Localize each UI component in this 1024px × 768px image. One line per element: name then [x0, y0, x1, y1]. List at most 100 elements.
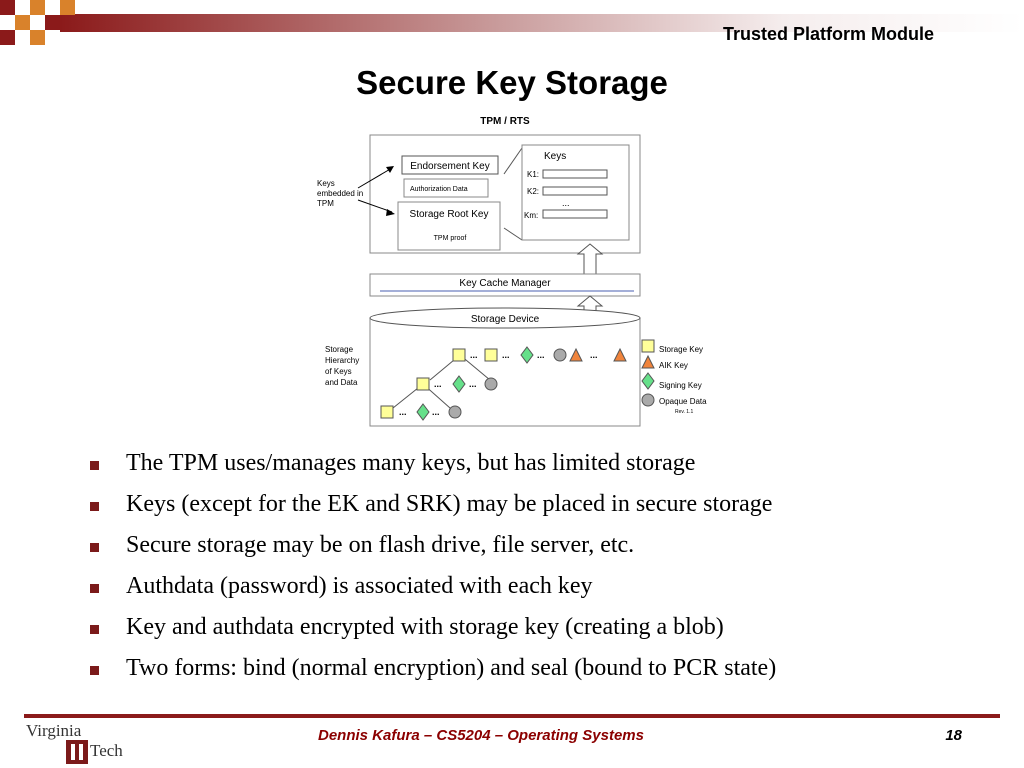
legend-signing-key: Signing Key	[659, 381, 702, 390]
square-bullet-icon	[90, 502, 99, 511]
k2-slot	[542, 186, 608, 196]
keys-header: Keys	[544, 151, 566, 162]
square-bullet-icon	[90, 461, 99, 470]
square-bullet-icon	[90, 584, 99, 593]
header-bar	[0, 0, 1024, 45]
keys-bracket	[503, 227, 523, 241]
bullet-list: The TPM uses/manages many keys, but has …	[88, 450, 776, 696]
bullet-text: Keys (except for the EK and SRK) may be …	[126, 491, 773, 517]
bullet-text: Authdata (password) is associated with e…	[126, 573, 593, 599]
bullet-text: Secure storage may be on flash drive, fi…	[126, 532, 635, 558]
keys-bracket	[503, 147, 523, 175]
bullet-item: Key and authdata encrypted with storage …	[88, 614, 776, 655]
page-number: 18	[945, 727, 962, 744]
bullet-text: Key and authdata encrypted with storage …	[126, 614, 724, 640]
legend-storage-key: Storage Key	[659, 345, 703, 354]
footer-rule	[24, 714, 1000, 718]
virginia-tech-logo: Virginia Tech	[26, 721, 123, 764]
tree-ellipsis: ...	[470, 350, 478, 360]
storage-hierarchy-line: of Keys	[325, 367, 352, 376]
header-square	[45, 15, 60, 30]
authorization-data: Authorization Data	[410, 186, 468, 193]
header-title: Trusted Platform Module	[722, 24, 934, 44]
storage-key-node	[380, 405, 394, 419]
km-label: Km:	[524, 211, 538, 220]
legend-storage-key-icon	[641, 339, 655, 353]
tree-ellipsis: ...	[469, 379, 477, 389]
header-square	[0, 0, 15, 15]
header-gradient	[60, 14, 1024, 32]
storage-device: Storage Device	[471, 314, 540, 325]
aik-key-node	[569, 347, 583, 362]
bullet-text: The TPM uses/manages many keys, but has …	[126, 450, 696, 476]
storage-key-node	[452, 348, 466, 362]
tree-ellipsis: ...	[590, 350, 598, 360]
arrow-to-srk	[357, 199, 393, 213]
logo-text-top: Virginia	[26, 721, 82, 740]
keys-embedded-line: Keys	[317, 179, 335, 188]
square-bullet-icon	[90, 666, 99, 675]
storage-hierarchy-line: and Data	[325, 378, 358, 387]
key-cache-manager: Key Cache Manager	[459, 278, 551, 289]
storage-device-top	[369, 307, 641, 329]
bullet-item: Keys (except for the EK and SRK) may be …	[88, 491, 776, 532]
km-slot	[542, 209, 608, 219]
opaque-data-node	[448, 405, 462, 419]
storage-root-key-box	[397, 201, 501, 251]
storage-hierarchy-line: Storage	[325, 345, 354, 354]
storage-key-node	[416, 377, 430, 391]
legend-opaque-data: Opaque Data	[659, 397, 707, 406]
bullet-item: Two forms: bind (normal encryption) and …	[88, 655, 776, 696]
header-square	[30, 0, 45, 15]
legend-rev: Rev. 1.1	[675, 409, 693, 415]
logo-mark-bar	[75, 744, 79, 760]
bullet-item: Secure storage may be on flash drive, fi…	[88, 532, 776, 573]
slide-title: Secure Key Storage	[356, 64, 668, 101]
storage-root-key: Storage Root Key	[410, 209, 489, 220]
endorsement-key: Endorsement Key	[410, 161, 490, 172]
authorization-data-box	[403, 178, 489, 198]
legend-signing-key-icon	[641, 372, 655, 390]
square-bullet-icon	[90, 625, 99, 634]
keys-embedded-line: embedded in	[317, 189, 363, 198]
k1-slot	[542, 169, 608, 179]
tpm-proof: TPM proof	[434, 235, 467, 242]
tree-ellipsis: ...	[502, 350, 510, 360]
tree-ellipsis: ...	[434, 379, 442, 389]
signing-key-node	[452, 375, 466, 393]
storage-key-node	[484, 348, 498, 362]
arrow-head	[386, 209, 395, 216]
header-square	[0, 30, 15, 45]
signing-key-node	[520, 346, 534, 364]
tree-ellipsis: ...	[537, 350, 545, 360]
tpm-storage-diagram: TPM / RTS Endorsement Key Authorization …	[317, 116, 707, 427]
storage-hierarchy-line: Hierarchy	[325, 356, 359, 365]
arrow-to-ek	[357, 167, 393, 189]
header-square	[15, 15, 30, 30]
logo-text-bottom: Tech	[90, 741, 123, 760]
signing-key-node	[416, 403, 430, 421]
footer-text: Dennis Kafura – CS5204 – Operating Syste…	[318, 727, 644, 744]
tpm-label: TPM / RTS	[480, 116, 530, 127]
tree-ellipsis: ...	[432, 407, 440, 417]
legend-aik-key-icon	[641, 354, 655, 369]
opaque-data-node	[553, 348, 567, 362]
tree-ellipsis: ...	[399, 407, 407, 417]
square-bullet-icon	[90, 543, 99, 552]
aik-key-node	[613, 347, 627, 362]
keys-embedded-line: TPM	[317, 199, 334, 208]
opaque-data-node	[484, 377, 498, 391]
legend-aik-key: AIK Key	[659, 361, 688, 370]
header-square	[60, 0, 75, 15]
storage-device-body	[369, 317, 641, 427]
arrow-head	[386, 166, 394, 173]
keys-ellipsis: ...	[562, 198, 570, 208]
header-square	[30, 30, 45, 45]
k1-label: K1:	[527, 170, 539, 179]
legend-opaque-data-icon	[641, 393, 655, 407]
k2-label: K2:	[527, 187, 539, 196]
bullet-item: Authdata (password) is associated with e…	[88, 573, 776, 614]
bullet-item: The TPM uses/manages many keys, but has …	[88, 450, 776, 491]
bullet-text: Two forms: bind (normal encryption) and …	[126, 655, 777, 681]
endorsement-key-box	[401, 155, 499, 175]
